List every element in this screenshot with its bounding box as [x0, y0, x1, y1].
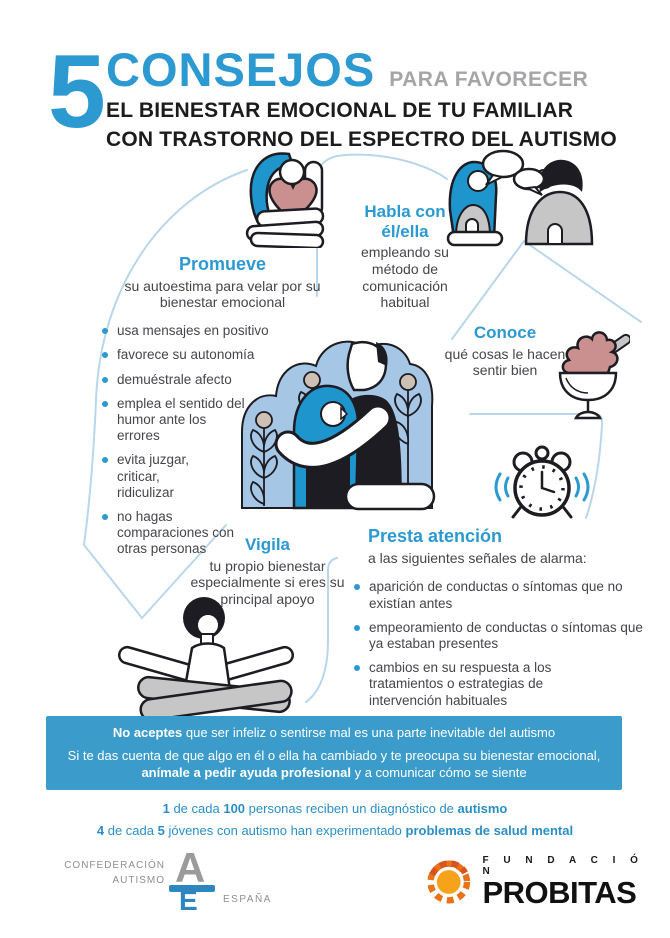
list-item: evita juzgar, criticar, ridiculizar	[100, 452, 220, 501]
conversation-illustration	[446, 149, 594, 247]
section-vigila-title: Vigila	[244, 535, 291, 554]
banner-line1: No aceptes que ser infeliz o sentirse ma…	[112, 725, 556, 741]
section-promueve: Promueve su autoestima para velar por su…	[100, 254, 345, 566]
probitas-fundacion-label: F U N D A C I Ó N	[482, 854, 644, 877]
section-presta-subtitle: a las siguientes señales de alarma:	[368, 549, 587, 566]
meditating-person-illustration	[117, 597, 295, 720]
confederacion-logo-text: CONFEDERACIÓN AUTISMO	[45, 858, 165, 888]
probitas-sun-icon	[427, 860, 471, 904]
banner-line2: Si te das cuenta de que algo en él o ell…	[67, 747, 601, 781]
presta-bullet-list: aparición de conductas o síntomas que no…	[352, 579, 652, 708]
section-conoce-title: Conoce	[473, 323, 537, 342]
stat-line-2: 4 de cada 5 jóvenes con autismo han expe…	[96, 823, 574, 838]
page-title: CONSEJOS	[106, 43, 376, 96]
section-habla-subtitle: empleando su método de comunicación habi…	[361, 244, 449, 311]
list-item: no hagas comparaciones con otras persona…	[100, 509, 265, 558]
statistics: 1 de cada 100 personas reciben un diagnó…	[0, 801, 670, 845]
title-block: CONSEJOS PARA FAVORECER EL BIENESTAR EMO…	[106, 46, 617, 151]
probitas-name-label: PROBITAS	[482, 874, 637, 910]
confederacion-autismo-logo: CONFEDERACIÓN AUTISMO A E ESPAÑA	[45, 848, 285, 918]
list-item: cambios en su respuesta a los tratamient…	[352, 660, 577, 709]
section-vigila: Vigila tu propio bienestar especialmente…	[190, 535, 345, 608]
section-habla-title: Habla con él/ella	[364, 202, 446, 241]
list-item: aparición de conductas o síntomas que no…	[352, 579, 652, 611]
section-presta-atencion: Presta atención a las siguientes señales…	[352, 526, 652, 717]
list-item: empeoramiento de conductas o síntomas qu…	[352, 620, 652, 652]
section-vigila-subtitle: tu propio bienestar especialmente si ere…	[190, 557, 345, 608]
stat-line-1: 1 de cada 100 personas reciben un diagnó…	[162, 801, 508, 816]
section-promueve-subtitle: su autoestima para velar por su bienesta…	[124, 277, 321, 311]
section-presta-title: Presta atención	[368, 526, 503, 546]
ice-cream-icon	[558, 331, 630, 420]
svg-text:E: E	[179, 885, 199, 912]
promueve-bullet-list: usa mensajes en positivo favorece su aut…	[100, 323, 345, 557]
list-item: emplea el sentido del humor ante los err…	[100, 396, 250, 445]
family-hug-illustration	[241, 340, 436, 511]
section-conoce-subtitle: qué cosas le hacen sentir bien	[444, 345, 566, 379]
confederacion-line2: AUTISMO	[112, 875, 165, 886]
big-number-5: 5	[48, 34, 106, 150]
list-item: demuéstrale afecto	[100, 372, 345, 388]
autismo-espana-mark-icon: A E	[169, 848, 215, 912]
section-promueve-title: Promueve	[178, 254, 267, 274]
alarm-clock-icon	[494, 445, 590, 519]
fundacion-probitas-logo: F U N D A C I Ó N PROBITAS	[425, 846, 650, 918]
page-title-suffix: PARA FAVORECER	[389, 68, 589, 91]
svg-text:A: A	[175, 848, 206, 891]
confederacion-line1: CONFEDERACIÓN	[64, 860, 165, 871]
page-subtitle-line2: CON TRASTORNO DEL ESPECTRO DEL AUTISMO	[106, 128, 617, 152]
list-item: favorece su autonomía	[100, 347, 345, 363]
list-item: usa mensajes en positivo	[100, 323, 345, 339]
espana-label: ESPAÑA	[223, 894, 272, 905]
section-conoce: Conoce qué cosas le hacen sentir bien	[430, 323, 580, 379]
advice-banner: No aceptes que ser infeliz o sentirse ma…	[46, 716, 622, 790]
page-subtitle-line1: EL BIENESTAR EMOCIONAL DE TU FAMILIAR	[106, 99, 574, 122]
section-habla: Habla con él/ella empleando su método de…	[345, 202, 465, 311]
person-hugging-heart-illustration	[245, 152, 325, 248]
